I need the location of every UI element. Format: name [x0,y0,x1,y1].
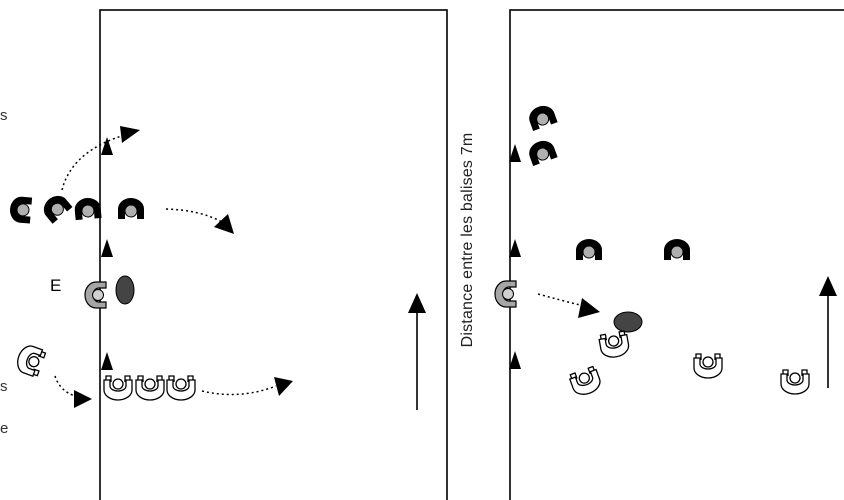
movement-path [201,385,277,396]
defender-group-right [567,330,810,399]
defender-outside [13,342,47,379]
cone-marker [101,352,113,370]
movement-path [537,293,581,306]
highlighted-player-e [84,281,107,309]
left-field [99,9,448,500]
edge-text-fragment: s [0,107,8,124]
cone-marker [101,137,113,155]
edge-text-fragment: s [0,378,8,395]
ball [613,311,643,333]
attacker-group-right [525,101,691,261]
arrow-head [214,214,234,234]
movement-path [165,208,223,223]
highlighted-player [494,280,517,308]
movement-path [54,375,79,398]
right-field [509,9,844,500]
cone-marker [101,239,113,257]
distance-label: Distance entre les balises 7m [459,132,476,348]
arrow-head [74,390,92,408]
player-label: E [50,276,61,295]
arrow-head [120,126,140,143]
arrow-head [274,377,293,396]
movement-path [61,133,129,191]
arrow-head [578,298,600,318]
direction-arrow-head [819,276,837,296]
ball [115,275,135,305]
edge-text-fragment: e [0,420,9,437]
direction-arrow-head [408,293,426,313]
attacker-group-left [8,190,145,225]
defender-group-left [103,375,196,401]
